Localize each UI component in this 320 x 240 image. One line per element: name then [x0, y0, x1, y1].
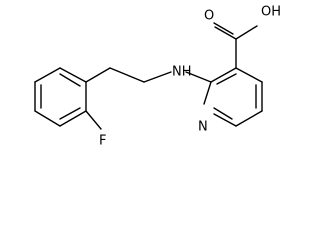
bond-ring-pyridine-5 — [213, 113, 237, 127]
bond-acid-c-o-1 — [214, 26, 237, 40]
bond-ring-benzene-inner-1 — [59, 73, 81, 87]
bond-ring-to-nh — [185, 71, 212, 83]
bond-ring-benzene-4 — [34, 110, 61, 127]
bond-set — [34, 22, 263, 130]
atom-labels: OH O NH N F — [99, 5, 281, 149]
bond-ring-benzene-inner-3 — [59, 107, 81, 120]
bond-ring-pyridine-6 — [203, 81, 212, 105]
bond-ring-pyridine-2 — [235, 67, 263, 83]
bond-ring-benzene-1 — [59, 67, 87, 83]
bond-acid-c-o-2 — [213, 22, 234, 35]
molecule-canvas: OH O NH N F — [34, 4, 282, 149]
bond-ring-pyridine-1 — [210, 67, 237, 83]
bond-benzene-to-f — [85, 110, 102, 130]
bond-nh-to-ch2-a — [143, 71, 172, 83]
bond-acid-c-oh — [235, 25, 258, 40]
bond-ring-benzene-2 — [34, 67, 61, 83]
bond-ring-benzene-5 — [59, 110, 87, 127]
bond-ch2-b-to-benzene — [85, 67, 111, 83]
atom-label-nh: NH — [172, 65, 192, 80]
atom-label-o: O — [204, 9, 214, 24]
atom-label-f: F — [99, 134, 106, 149]
atom-label-n: N — [198, 120, 208, 135]
bond-ring-pyridine-inner-1 — [216, 73, 237, 85]
atom-label-oh: OH — [261, 5, 281, 20]
bond-ring-pyridine-inner-3 — [213, 107, 233, 120]
bond-ring-pyridine-4 — [235, 110, 263, 127]
bond-ch2-a-to-ch2-b — [109, 67, 145, 83]
molecule-structure: OH O NH N F — [34, 5, 281, 149]
